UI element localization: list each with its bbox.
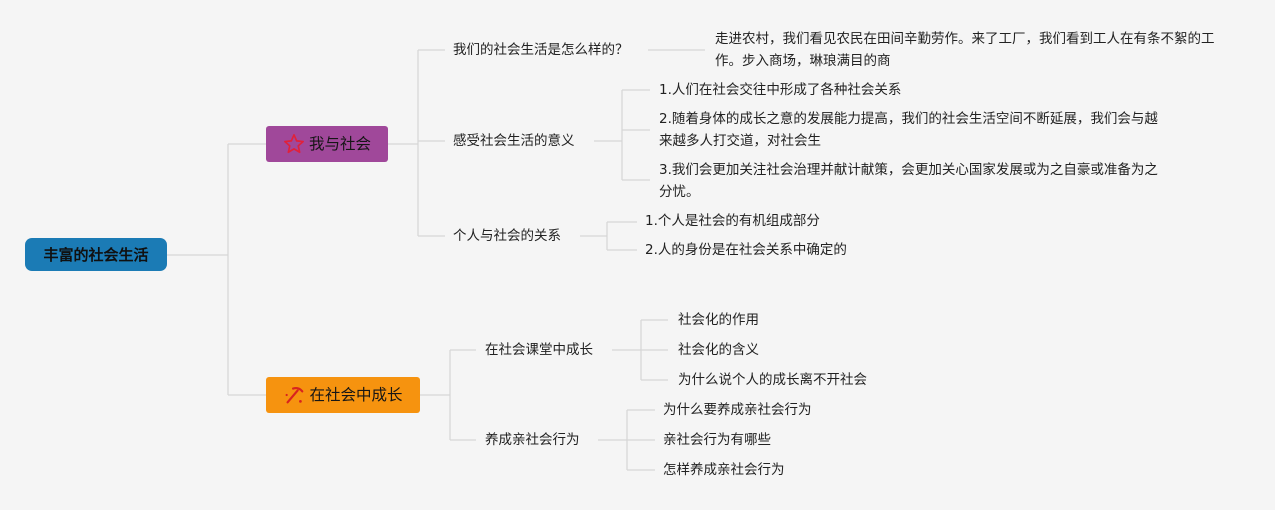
detail-weishenme-yangcheng[interactable]: 为什么要养成亲社会行为 xyxy=(663,402,812,418)
detail-guanxi-1[interactable]: 1.个人是社会的有机组成部分 xyxy=(645,213,820,229)
topic-shehui-ketang[interactable]: 在社会课堂中成长 xyxy=(485,342,593,358)
branch-zai-shehui-zhong-chengzhang[interactable]: 在社会中成长 xyxy=(266,377,420,413)
root-node[interactable]: 丰富的社会生活 xyxy=(25,238,167,271)
branch-label: 我与社会 xyxy=(308,135,371,153)
root-label: 丰富的社会生活 xyxy=(43,245,149,264)
detail-guanxi-2[interactable]: 2.人的身份是在社会关系中确定的 xyxy=(645,242,847,258)
star-outline-icon xyxy=(283,134,304,154)
detail-yiyi-2[interactable]: 2.随着身体的成长之意的发展能力提高，我们的社会生活空间不断延展，我们会与越来越… xyxy=(659,111,1158,149)
pick-hammer-icon xyxy=(286,386,304,404)
topic-ganshou-yiyi[interactable]: 感受社会生活的意义 xyxy=(453,133,575,149)
detail-yiyi-1[interactable]: 1.人们在社会交往中形成了各种社会关系 xyxy=(659,82,902,98)
branch-wo-yu-shehui[interactable]: 我与社会 xyxy=(266,126,388,162)
detail-xingwei-younaxie[interactable]: 亲社会行为有哪些 xyxy=(663,432,771,448)
detail-shehuihua-hanyi[interactable]: 社会化的含义 xyxy=(678,342,759,358)
detail-zoujin-nongcun[interactable]: 走进农村，我们看见农民在田间辛勤劳作。来了工厂，我们看到工人在有条不絮的工作。步… xyxy=(715,31,1215,69)
detail-chengzhang-li-bukai[interactable]: 为什么说个人的成长离不开社会 xyxy=(678,372,867,388)
detail-zenyang-yangcheng[interactable]: 怎样养成亲社会行为 xyxy=(663,462,785,478)
topic-qin-shehui-xingwei[interactable]: 养成亲社会行为 xyxy=(485,432,580,448)
detail-yiyi-3[interactable]: 3.我们会更加关注社会治理并献计献策，会更加关心国家发展或为之自豪或准备为之分忧… xyxy=(659,162,1158,200)
branch-label: 在社会中成长 xyxy=(309,386,403,404)
detail-shehuihua-zuoyong[interactable]: 社会化的作用 xyxy=(678,312,759,328)
topic-shehui-shenghuo-zenmeyang[interactable]: 我们的社会生活是怎么样的？ xyxy=(453,42,629,58)
topic-geren-yu-shehui[interactable]: 个人与社会的关系 xyxy=(453,228,561,244)
